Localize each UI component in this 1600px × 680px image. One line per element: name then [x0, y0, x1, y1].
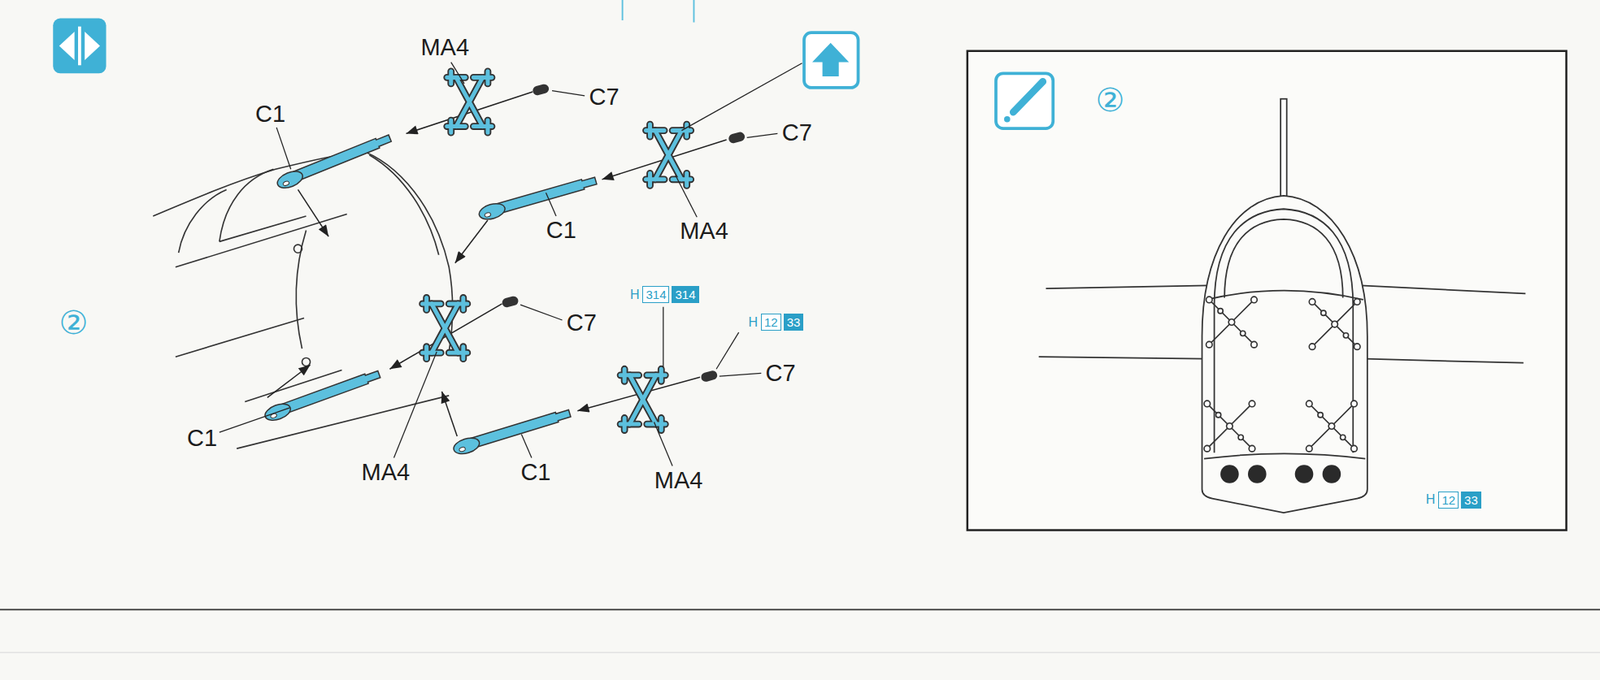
assembly-arrow	[455, 220, 488, 264]
cut-line	[622, 0, 695, 23]
leader-line	[521, 434, 532, 459]
pin-part	[727, 130, 746, 144]
leader-line	[276, 127, 292, 170]
top-view-icon	[804, 32, 859, 88]
part-number: C1	[546, 218, 577, 243]
leader-line	[219, 408, 291, 433]
part-number: C1	[255, 102, 286, 127]
part-number: C1	[520, 460, 551, 485]
strut-part	[452, 408, 573, 457]
leader-line	[451, 62, 465, 84]
leader-line	[716, 332, 740, 370]
fuselage-line	[236, 395, 449, 449]
fuselage-line	[219, 216, 307, 242]
leader-line	[654, 422, 674, 467]
icon-bar	[78, 26, 82, 66]
assembly-arrow	[297, 189, 329, 237]
leader-line	[393, 352, 437, 459]
strut-part	[274, 132, 393, 192]
etched-part	[645, 124, 691, 186]
strut-part	[477, 174, 598, 222]
icon-arrow	[59, 31, 75, 61]
leader-line	[552, 91, 585, 96]
leader-line	[662, 307, 664, 368]
icon-arrow	[84, 31, 100, 61]
rigging-wire	[1308, 299, 1361, 351]
fuselage-line	[178, 189, 227, 253]
icon-ground	[52, 18, 106, 74]
pin-end	[1322, 465, 1342, 484]
icon-frame	[995, 73, 1053, 129]
part-number: MA4	[361, 460, 411, 485]
panel-line	[1204, 453, 1366, 459]
paint-code: 314	[642, 286, 670, 304]
pin-part	[700, 369, 718, 383]
etched-part	[422, 297, 468, 359]
fuselage-line	[219, 169, 274, 242]
pin-end	[1220, 465, 1240, 484]
pin-end	[1247, 465, 1267, 484]
cowl-line	[1206, 291, 1364, 300]
paint-code: 314	[671, 286, 699, 304]
etched-part	[447, 71, 492, 133]
part-number: C7	[765, 361, 796, 386]
paint-brand: H	[629, 286, 641, 304]
assembly-arrow	[441, 391, 457, 437]
paint-code: 12	[760, 313, 782, 331]
pin-part	[500, 295, 519, 309]
paint-brand: H	[747, 314, 759, 331]
icon-brush	[1013, 81, 1043, 113]
part-number: MA4	[654, 469, 704, 493]
cowl-line	[1214, 208, 1354, 306]
part-number: C7	[588, 85, 619, 109]
painted-parts	[1220, 465, 1341, 484]
paint-code: 33	[783, 313, 805, 331]
paint-brand: H	[1425, 491, 1437, 509]
leader-line	[520, 304, 562, 321]
icon-arrow	[812, 43, 849, 77]
leader-line	[545, 192, 557, 217]
panel-line	[1214, 305, 1354, 453]
part-number: C7	[566, 311, 597, 335]
icon-drop	[1004, 116, 1011, 123]
step-number: ②	[58, 306, 88, 340]
part-number: MA4	[420, 35, 470, 60]
front-view	[1039, 99, 1527, 514]
antenna	[1280, 99, 1287, 197]
leader-line	[747, 133, 779, 138]
icon-frame	[804, 32, 859, 88]
paint-code: 33	[1460, 491, 1482, 509]
part-number: MA4	[679, 219, 729, 244]
rigging-wire	[1204, 400, 1256, 453]
page-rule	[0, 608, 1600, 611]
paint-code: 12	[1438, 491, 1459, 509]
part-number: C1	[186, 426, 218, 451]
fuselage-hole	[293, 244, 302, 253]
fuselage-line	[295, 230, 306, 350]
leader-line	[719, 373, 761, 377]
fuselage-hole	[302, 357, 311, 366]
nose-outline	[1202, 195, 1368, 514]
page-rule	[0, 652, 1600, 653]
paint-panel	[967, 51, 1567, 531]
assembly-arrow	[267, 365, 311, 398]
fuselage-line	[175, 214, 348, 268]
leader-line	[675, 175, 697, 218]
paint-icon	[995, 73, 1053, 129]
flip-icon	[52, 18, 106, 74]
cowl-line	[1224, 219, 1344, 299]
rigging-wire	[1206, 296, 1258, 348]
fuselage-line	[369, 155, 439, 256]
pin-end	[1295, 465, 1314, 484]
etched-part	[620, 369, 666, 431]
part-number: C7	[782, 121, 813, 145]
pin-part	[531, 82, 550, 96]
rigging-wire	[1306, 400, 1358, 453]
step-number: ②	[1095, 83, 1126, 117]
strut-part	[262, 369, 382, 425]
fuselage	[152, 148, 453, 449]
fuselage-line	[175, 318, 305, 358]
